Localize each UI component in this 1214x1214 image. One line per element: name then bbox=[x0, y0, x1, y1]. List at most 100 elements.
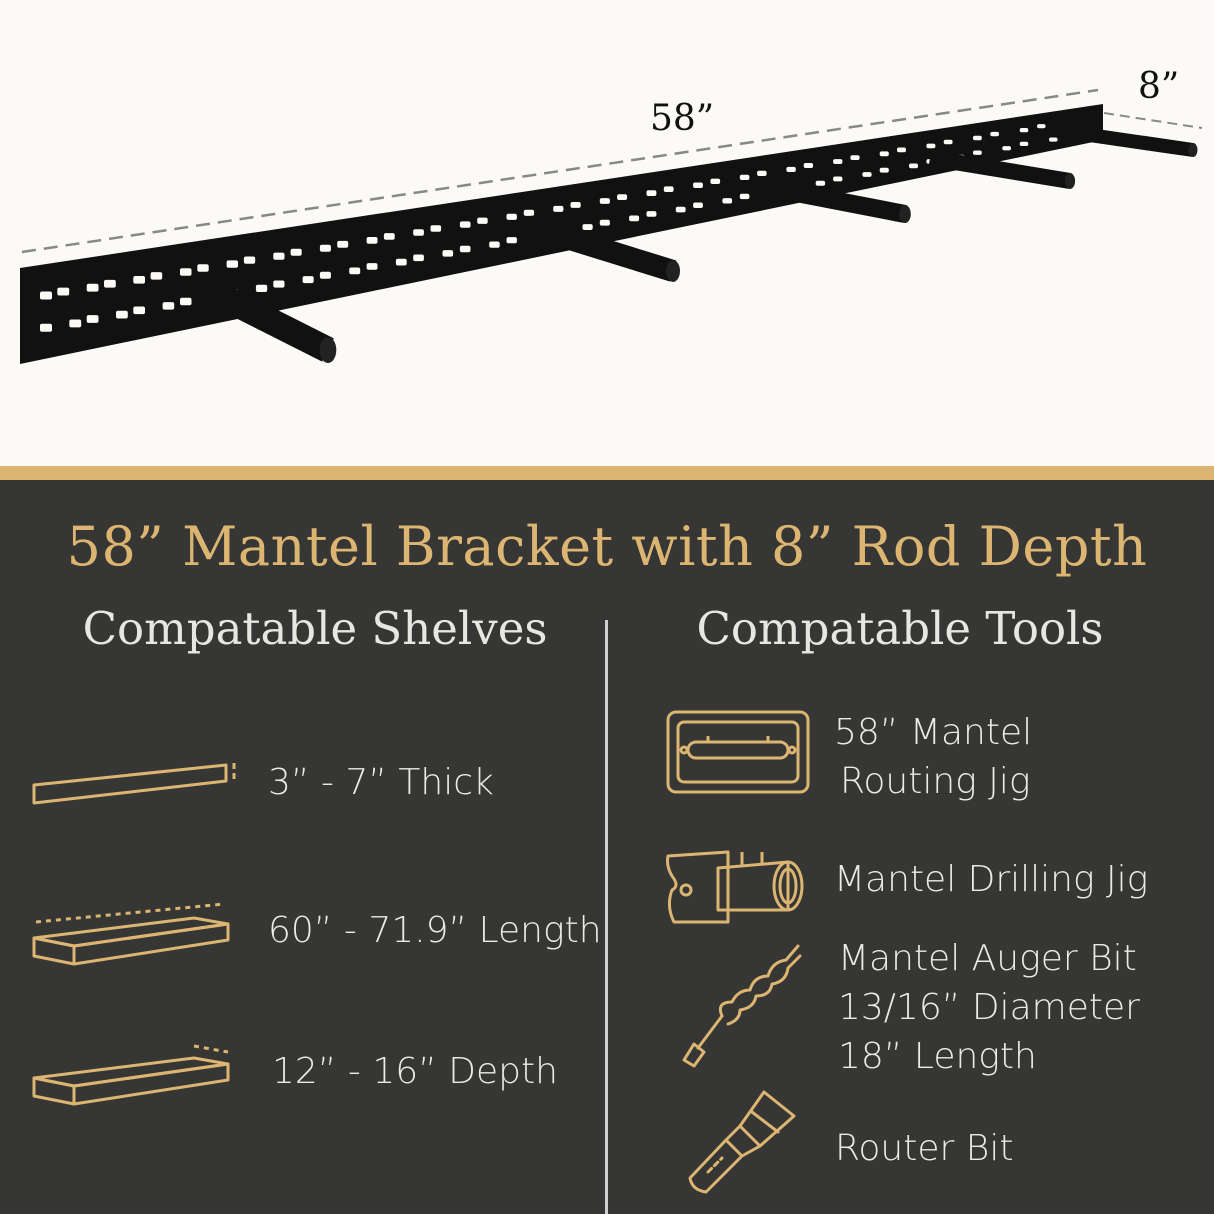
bracket-rods bbox=[199, 123, 1198, 363]
bracket-slot bbox=[879, 151, 889, 157]
bracket-slot bbox=[86, 283, 99, 292]
bracket-slot bbox=[319, 271, 331, 279]
bracket-slot bbox=[86, 315, 99, 323]
bracket-slot bbox=[570, 202, 581, 208]
bracket-slot bbox=[710, 178, 721, 184]
shelf-thickness-label: 3” - 7” Thick bbox=[268, 762, 494, 803]
bracket-slot bbox=[133, 276, 145, 284]
bracket-slot bbox=[383, 233, 395, 240]
bracket-slot bbox=[197, 264, 209, 272]
bracket-slot bbox=[349, 267, 361, 275]
bracket-slot bbox=[69, 319, 82, 328]
mantel-bracket-illustration bbox=[20, 88, 1203, 364]
bracket-slot bbox=[629, 215, 640, 222]
routing-jig-icon bbox=[666, 710, 810, 794]
shelf-length-label: 60” - 71.9” Length bbox=[268, 910, 602, 951]
bracket-rod-end bbox=[319, 337, 337, 363]
shelf-depth-icon bbox=[32, 1044, 230, 1106]
gold-divider-band bbox=[0, 466, 1214, 480]
bracket-slot bbox=[693, 182, 703, 188]
shelf-length-icon bbox=[32, 902, 230, 966]
bracket-slot bbox=[815, 180, 826, 186]
auger-bit-label-line-3: 18” Length bbox=[838, 1036, 1037, 1077]
bracket-slot bbox=[909, 163, 918, 169]
bracket-slot bbox=[943, 139, 953, 145]
bracket-slot bbox=[973, 150, 982, 155]
bracket-slot bbox=[722, 198, 733, 204]
bracket-slot bbox=[523, 209, 535, 216]
bracket-slot bbox=[990, 131, 999, 137]
bracket-slot bbox=[180, 297, 192, 306]
bracket-slot bbox=[255, 284, 268, 292]
bracket-slot bbox=[973, 135, 982, 141]
bracket-slot bbox=[395, 258, 407, 266]
bracket-slot bbox=[646, 211, 657, 217]
bracket-slot bbox=[833, 159, 843, 164]
bracket-slot bbox=[1049, 137, 1058, 142]
bracket-slot bbox=[489, 241, 500, 248]
bracket-slot bbox=[553, 205, 564, 212]
shelves-heading: Compatable Shelves bbox=[82, 602, 548, 655]
bracket-slot bbox=[273, 280, 285, 288]
router-bit-icon bbox=[688, 1090, 796, 1194]
bracket-slot bbox=[897, 147, 906, 153]
product-diagram: 58” 8” bbox=[0, 0, 1214, 466]
bracket-slot bbox=[786, 166, 796, 172]
bracket-slot bbox=[850, 155, 860, 160]
drilling-jig-icon bbox=[666, 850, 804, 924]
bracket-slot bbox=[442, 250, 454, 257]
router-bit-label: Router Bit bbox=[835, 1128, 1014, 1169]
length-dimension-label: 58” bbox=[650, 98, 715, 139]
length-dimension-line bbox=[21, 88, 1099, 254]
bracket-slot bbox=[803, 163, 814, 168]
shelf-thickness-icon bbox=[32, 763, 236, 805]
bracket-slot bbox=[757, 170, 767, 176]
auger-bit-icon bbox=[682, 944, 802, 1068]
routing-jig-label-line-1: 58” Mantel bbox=[834, 712, 1033, 753]
bracket-slot bbox=[302, 276, 314, 284]
auger-bit-label-line-2: 13/16” Diameter bbox=[838, 987, 1140, 1028]
bracket-slot bbox=[582, 224, 593, 230]
bracket-slot bbox=[739, 193, 750, 200]
bracket-rod bbox=[758, 177, 907, 223]
bracket-slot bbox=[477, 217, 488, 224]
bracket-slot bbox=[459, 221, 471, 228]
bracket-rod-end bbox=[666, 260, 680, 282]
product-title: 58” Mantel Bracket with 8” Rod Depth bbox=[66, 515, 1148, 578]
bracket-slot bbox=[413, 229, 424, 236]
tools-heading: Compatable Tools bbox=[696, 602, 1104, 655]
bracket-slot bbox=[150, 272, 163, 280]
routing-jig-label-line-2: Routing Jig bbox=[840, 761, 1031, 802]
bracket-slot bbox=[430, 225, 442, 232]
bracket-slot bbox=[693, 202, 703, 208]
depth-dimension-line bbox=[1103, 112, 1203, 129]
bracket-rod-end bbox=[899, 205, 911, 223]
bracket-slot bbox=[116, 310, 128, 319]
bracket-slot bbox=[413, 254, 424, 262]
bracket-rod bbox=[1053, 123, 1195, 157]
bracket-slot bbox=[337, 240, 349, 248]
bracket-slot bbox=[273, 252, 285, 260]
bracket-slot bbox=[506, 237, 517, 244]
bracket-slot bbox=[1019, 128, 1029, 133]
bracket-slot bbox=[617, 194, 628, 200]
bracket-slot bbox=[926, 143, 936, 149]
column-divider bbox=[605, 620, 608, 1214]
bracket-rod-end bbox=[1064, 173, 1076, 189]
bracket-rod bbox=[928, 150, 1072, 189]
depth-dimension-label: 8” bbox=[1138, 66, 1180, 107]
bracket-slot bbox=[40, 291, 52, 300]
bracket-slot bbox=[833, 176, 843, 182]
bracket-slot bbox=[459, 245, 471, 253]
bracket-rod bbox=[199, 276, 334, 362]
bracket-slot bbox=[243, 256, 256, 264]
bracket-slot bbox=[599, 219, 610, 226]
bracket-slot bbox=[366, 263, 378, 270]
bracket-slot bbox=[1037, 124, 1046, 129]
bracket-slot bbox=[40, 323, 52, 332]
bracket-slot bbox=[180, 268, 192, 276]
bracket-slot bbox=[1019, 141, 1029, 146]
bracket-slot bbox=[739, 174, 750, 180]
bracket-slot bbox=[879, 167, 889, 173]
